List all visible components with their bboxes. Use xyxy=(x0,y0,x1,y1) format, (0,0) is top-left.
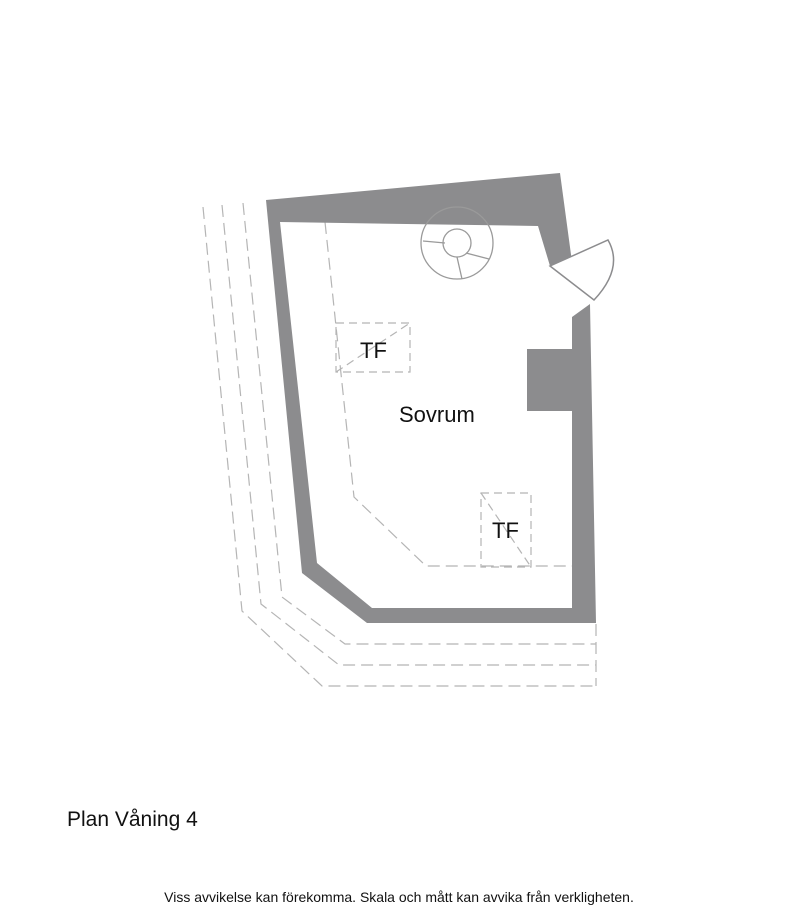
door-leaf xyxy=(548,239,615,302)
tf-label-lower: TF xyxy=(492,518,519,543)
door xyxy=(548,239,615,302)
tf-marker-upper xyxy=(335,322,411,373)
outer-dashed-lines xyxy=(202,202,597,687)
floor-title: Plan Våning 4 xyxy=(67,808,198,831)
tf-label-upper: TF xyxy=(360,338,387,363)
room-label-sovrum: Sovrum xyxy=(399,402,475,427)
dashed-line-middle xyxy=(221,204,596,666)
knee-wall-line xyxy=(324,221,572,567)
dashed-line-outer xyxy=(202,206,596,687)
tf-marker-lower xyxy=(480,492,532,568)
room-walls xyxy=(266,173,596,623)
disclaimer-text: Viss avvikelse kan förekomma. Skala och … xyxy=(164,889,634,905)
spiral-staircase xyxy=(420,206,494,280)
chimney xyxy=(527,349,573,411)
dashed-line-inner xyxy=(242,202,596,645)
